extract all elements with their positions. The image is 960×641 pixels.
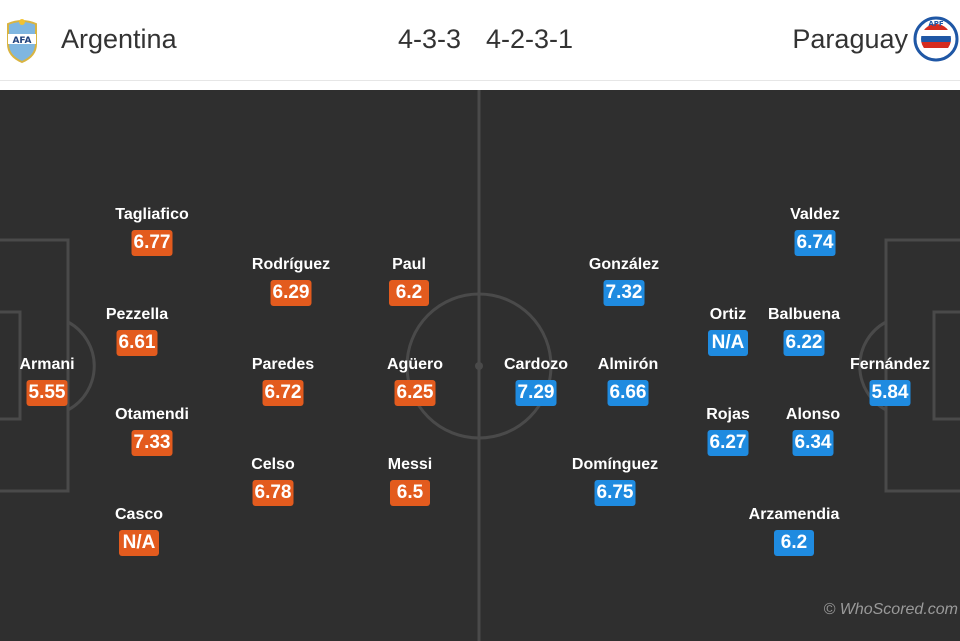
- player-rating: 6.74: [794, 230, 836, 256]
- paraguay-crest-text: APF: [928, 20, 944, 28]
- player-celso[interactable]: Celso 6.78: [218, 456, 328, 506]
- player-rating: 6.2: [389, 280, 429, 306]
- player-paul[interactable]: Paul 6.2: [354, 256, 464, 306]
- player-almiron[interactable]: Almirón 6.66: [573, 356, 683, 406]
- player-name: Tagliafico: [115, 206, 189, 223]
- player-name: Fernández: [849, 356, 930, 373]
- player-rodriguez[interactable]: Rodríguez 6.29: [236, 256, 346, 306]
- player-rating: 6.34: [792, 430, 834, 456]
- player-name: Armani: [19, 356, 75, 373]
- away-team-name[interactable]: Paraguay: [792, 24, 908, 54]
- whoscored-watermark: © WhoScored.com: [823, 601, 959, 618]
- player-name: Cardozo: [504, 356, 568, 373]
- player-name: Paredes: [251, 356, 315, 373]
- player-name: Agüero: [387, 356, 443, 373]
- player-name: Alonso: [785, 406, 841, 423]
- player-rating: 6.77: [131, 230, 173, 256]
- player-tagliafico[interactable]: Tagliafico 6.77: [97, 206, 207, 256]
- player-name: Domínguez: [571, 456, 659, 473]
- player-name: González: [588, 256, 660, 273]
- player-rating: 6.61: [116, 330, 158, 356]
- player-paredes[interactable]: Paredes 6.72: [228, 356, 338, 406]
- player-dominguez[interactable]: Domínguez 6.75: [560, 456, 670, 506]
- player-name: Casco: [114, 506, 164, 523]
- player-rating: 6.27: [707, 430, 749, 456]
- player-rating: 7.29: [515, 380, 557, 406]
- player-name: Almirón: [597, 356, 659, 373]
- player-name: Valdez: [790, 206, 840, 223]
- player-rating: 5.84: [869, 380, 911, 406]
- player-name: Ortiz: [709, 306, 747, 323]
- player-name: Rodríguez: [251, 256, 331, 273]
- player-rating: 7.33: [131, 430, 173, 456]
- player-rating: 5.55: [26, 380, 68, 406]
- player-balbuena[interactable]: Balbuena 6.22: [749, 306, 859, 356]
- player-name: Celso: [251, 456, 295, 473]
- player-armani[interactable]: Armani 5.55: [0, 356, 102, 406]
- home-formation: 4-3-3: [398, 24, 462, 54]
- player-ortiz[interactable]: Ortiz N/A: [673, 306, 783, 356]
- player-otamendi[interactable]: Otamendi 7.33: [97, 406, 207, 456]
- player-rating: 6.5: [390, 480, 430, 506]
- player-aguero[interactable]: Agüero 6.25: [360, 356, 470, 406]
- player-rating: 6.2: [774, 530, 814, 556]
- player-valdez[interactable]: Valdez 6.74: [760, 206, 870, 256]
- match-header: AFA Argentina 4-3-3 4-2-3-1 Paraguay APF: [0, 0, 960, 81]
- pitch-markings: [0, 90, 960, 641]
- paraguay-crest-icon: APF: [913, 16, 959, 62]
- away-formation: 4-2-3-1: [486, 24, 574, 54]
- player-rating: 6.22: [783, 330, 825, 356]
- player-arzamendia[interactable]: Arzamendia 6.2: [739, 506, 849, 556]
- player-fernandez[interactable]: Fernández 5.84: [835, 356, 945, 406]
- player-name: Pezzella: [105, 306, 169, 323]
- player-rating: N/A: [708, 330, 748, 356]
- player-name: Arzamendia: [748, 506, 840, 523]
- player-name: Messi: [387, 456, 433, 473]
- player-rating: N/A: [119, 530, 159, 556]
- argentina-crest-icon: AFA: [7, 19, 37, 64]
- player-rating: 6.72: [262, 380, 304, 406]
- player-name: Otamendi: [115, 406, 189, 423]
- player-rating: 6.29: [270, 280, 312, 306]
- player-alonso[interactable]: Alonso 6.34: [758, 406, 868, 456]
- player-name: Balbuena: [767, 306, 840, 323]
- player-pezzella[interactable]: Pezzella 6.61: [82, 306, 192, 356]
- player-name: Rojas: [706, 406, 750, 423]
- argentina-crest-text: AFA: [12, 36, 31, 46]
- home-team-name[interactable]: Argentina: [61, 24, 177, 54]
- pitch: Armani 5.55 Tagliafico 6.77 Pezzella 6.6…: [0, 90, 960, 641]
- player-rojas[interactable]: Rojas 6.27: [673, 406, 783, 456]
- player-casco[interactable]: Casco N/A: [84, 506, 194, 556]
- player-cardozo[interactable]: Cardozo 7.29: [481, 356, 591, 406]
- player-name: Paul: [392, 256, 426, 273]
- player-rating: 6.75: [594, 480, 636, 506]
- player-rating: 6.78: [252, 480, 294, 506]
- player-rating: 6.66: [607, 380, 649, 406]
- player-rating: 7.32: [603, 280, 645, 306]
- player-messi[interactable]: Messi 6.5: [355, 456, 465, 506]
- player-gonzalez[interactable]: González 7.32: [569, 256, 679, 306]
- player-rating: 6.25: [394, 380, 436, 406]
